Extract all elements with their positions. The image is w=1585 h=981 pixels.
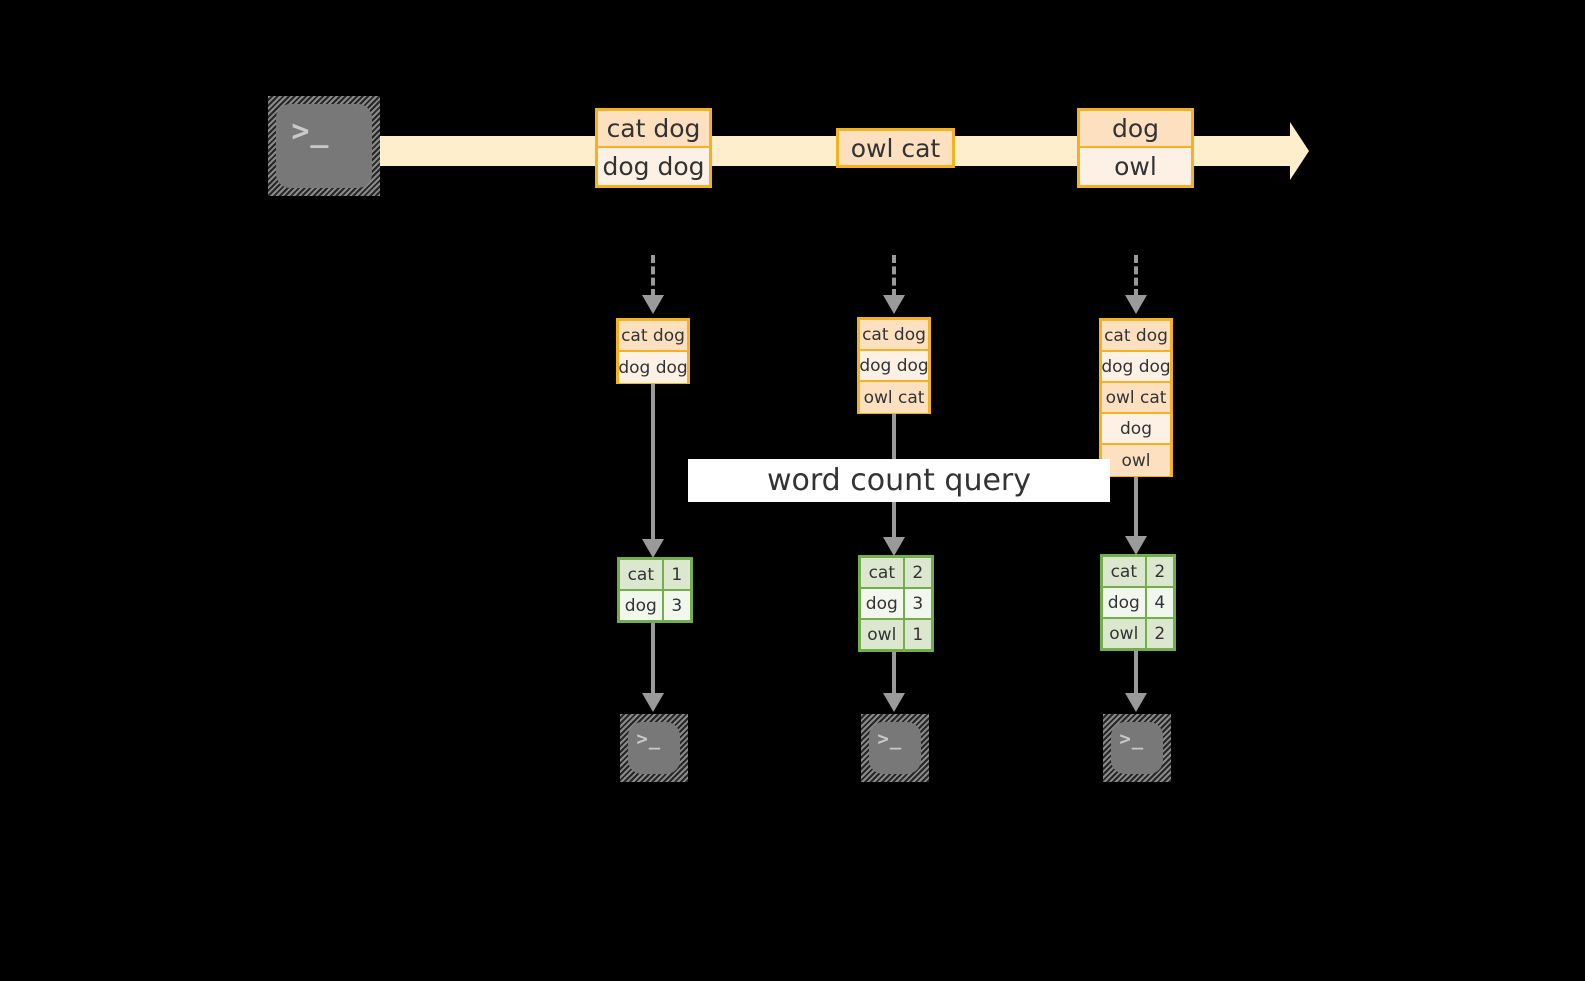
- stream-record: dog dog: [598, 148, 709, 185]
- result-word: dog: [1103, 588, 1147, 617]
- terminal-prompt-icon: >_: [636, 728, 662, 751]
- stream-to-snapshot-arrowhead: [883, 295, 905, 314]
- snapshot-1-query-arrowhead: [642, 539, 664, 558]
- result-word: cat: [1103, 557, 1147, 586]
- stream-record: owl: [1080, 148, 1191, 185]
- snapshot-1-sink-terminal[interactable]: >_: [620, 714, 688, 782]
- terminal-screen: >_: [276, 104, 372, 188]
- snapshot-3-sink-connector: [1134, 651, 1138, 695]
- result-word: owl: [861, 620, 905, 649]
- snapshot-2-result-table: cat 2 dog 3 owl 1: [858, 555, 934, 652]
- result-count: 1: [663, 560, 690, 589]
- result-word: cat: [620, 560, 664, 589]
- result-word: owl: [1103, 619, 1147, 648]
- table-row: dog 3: [861, 589, 931, 620]
- snapshot-1-sink-arrowhead: [642, 693, 664, 712]
- snapshot-3-query-connector: [1134, 477, 1138, 539]
- query-label-text: word count query: [766, 463, 1032, 498]
- terminal-prompt-icon: >_: [877, 728, 903, 751]
- stream-group-2: owl cat: [836, 128, 955, 168]
- terminal-prompt-icon: >_: [291, 114, 330, 150]
- result-count: 3: [663, 591, 690, 620]
- buffered-record: dog dog: [618, 352, 688, 383]
- stream-record: owl cat: [839, 131, 952, 165]
- result-count: 3: [904, 589, 931, 618]
- snapshot-3-query-arrowhead: [1125, 536, 1147, 555]
- buffered-record: cat dog: [1102, 321, 1170, 352]
- snapshot-2-sink-connector: [892, 652, 896, 695]
- result-count: 2: [1146, 557, 1173, 586]
- table-row: owl 1: [861, 620, 931, 649]
- terminal-screen: >_: [628, 722, 680, 774]
- result-word: dog: [620, 591, 664, 620]
- result-count: 4: [1146, 588, 1173, 617]
- snapshot-1-result-table: cat 1 dog 3: [617, 557, 693, 623]
- stream-arrowhead: [1290, 122, 1309, 180]
- result-count: 1: [904, 620, 931, 649]
- buffered-record: dog dog: [1101, 352, 1171, 383]
- stream-to-snapshot-connector: [1134, 255, 1138, 297]
- source-terminal[interactable]: >_: [268, 96, 380, 196]
- stream-to-snapshot-connector: [651, 255, 655, 297]
- snapshot-3-sink-arrowhead: [1125, 693, 1147, 712]
- snapshot-1-query-connector: [651, 384, 655, 541]
- stream-group-1: cat dog dog dog: [595, 108, 712, 188]
- query-label: word count query: [688, 459, 1110, 502]
- snapshot-1-input-buffer: cat dog dog dog: [616, 318, 690, 384]
- stream-record: cat dog: [598, 111, 709, 148]
- terminal-prompt-icon: >_: [1119, 728, 1145, 751]
- stream-group-3: dog owl: [1077, 108, 1194, 188]
- terminal-screen: >_: [869, 722, 921, 774]
- snapshot-1-sink-connector: [651, 623, 655, 695]
- result-count: 2: [1146, 619, 1173, 648]
- snapshot-2-input-buffer: cat dog dog dog owl cat: [857, 317, 931, 414]
- buffered-record: dog dog: [859, 351, 929, 382]
- snapshot-3-sink-terminal[interactable]: >_: [1103, 714, 1171, 782]
- snapshot-3-result-table: cat 2 dog 4 owl 2: [1100, 554, 1176, 651]
- table-row: cat 2: [861, 558, 931, 589]
- snapshot-2-sink-terminal[interactable]: >_: [861, 714, 929, 782]
- buffered-record: owl cat: [860, 382, 928, 413]
- buffered-record: dog: [1102, 414, 1170, 445]
- table-row: dog 3: [620, 591, 690, 620]
- stream-to-snapshot-connector: [892, 255, 896, 297]
- buffered-record: owl: [1102, 445, 1170, 476]
- buffered-record: cat dog: [619, 321, 687, 352]
- table-row: cat 2: [1103, 557, 1173, 588]
- snapshot-2-sink-arrowhead: [883, 693, 905, 712]
- stream-to-snapshot-arrowhead: [642, 295, 664, 314]
- snapshot-2-query-arrowhead: [883, 537, 905, 556]
- stream-to-snapshot-arrowhead: [1125, 295, 1147, 314]
- stream-record: dog: [1080, 111, 1191, 148]
- table-row: dog 4: [1103, 588, 1173, 619]
- table-row: owl 2: [1103, 619, 1173, 648]
- snapshot-3-input-buffer: cat dog dog dog owl cat dog owl: [1099, 318, 1173, 477]
- result-word: cat: [861, 558, 905, 587]
- result-count: 2: [904, 558, 931, 587]
- result-word: dog: [861, 589, 905, 618]
- buffered-record: cat dog: [860, 320, 928, 351]
- buffered-record: owl cat: [1102, 383, 1170, 414]
- table-row: cat 1: [620, 560, 690, 591]
- terminal-screen: >_: [1111, 722, 1163, 774]
